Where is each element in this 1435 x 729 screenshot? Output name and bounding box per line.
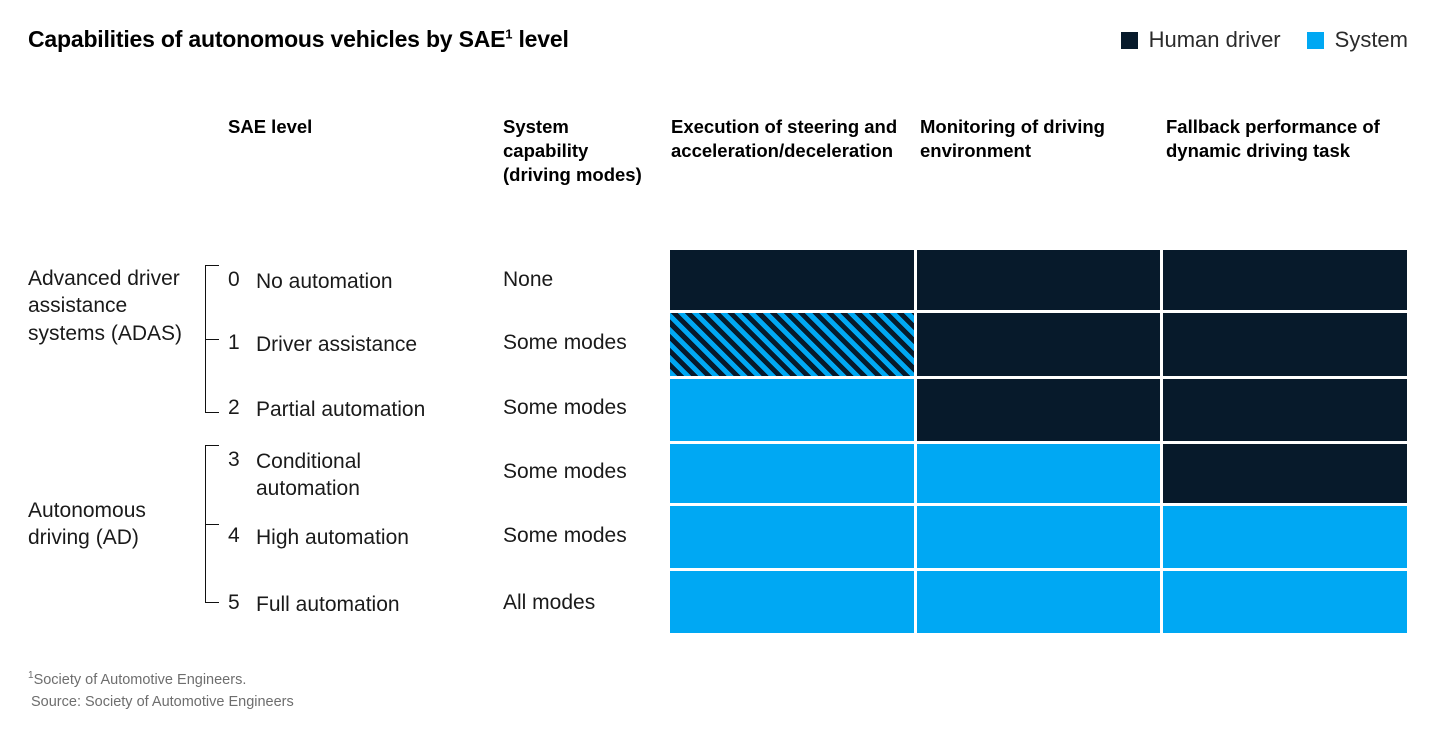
row-level-number-5: 5 — [228, 591, 240, 614]
group-bracket-tick-ad — [205, 524, 219, 525]
row-level-label-3: Conditional automation — [256, 450, 362, 501]
matrix-cell-5-monitoring — [917, 571, 1160, 633]
row-level-number-4: 4 — [228, 524, 240, 547]
matrix-cell-1-execution — [670, 313, 914, 376]
matrix-cell-0-execution — [670, 250, 914, 310]
row-capability-0: None — [503, 268, 554, 291]
legend-item-human-driver: Human driver — [1120, 27, 1281, 53]
capability-matrix — [670, 250, 1407, 633]
row-level-label-4: High automation — [256, 526, 409, 549]
row-level-label-2: Partial automation — [256, 398, 426, 421]
row-capability-5: All modes — [503, 591, 596, 614]
group-label-ad: Autonomous driving (AD) — [28, 499, 146, 550]
legend-swatch-human-driver-icon — [1120, 31, 1138, 49]
footnotes: 1Society of Automotive Engineers. Source… — [28, 668, 294, 713]
group-label-adas: Advanced driver assistance systems (ADAS… — [28, 267, 183, 345]
matrix-cell-1-fallback — [1163, 313, 1407, 376]
legend: Human driver System — [1120, 27, 1408, 53]
matrix-cell-0-monitoring — [917, 250, 1160, 310]
matrix-cell-4-monitoring — [917, 506, 1160, 568]
column-header-monitoring: Monitoring of driving environment — [920, 116, 1105, 162]
column-header-fallback: Fallback performance of dynamic driving … — [1166, 116, 1380, 162]
matrix-cell-3-monitoring — [917, 444, 1160, 503]
matrix-cell-5-execution — [670, 571, 914, 633]
row-capability-2: Some modes — [503, 396, 627, 419]
legend-item-system: System — [1306, 27, 1408, 53]
column-header-execution: Execution of steering and acceleration/d… — [671, 116, 898, 162]
column-header-system-capability: System capability (driving modes) — [503, 116, 642, 186]
row-level-number-2: 2 — [228, 396, 240, 419]
page-title-main: Capabilities of autonomous vehicles by S… — [28, 26, 506, 52]
row-level-number-0: 0 — [228, 268, 240, 291]
matrix-cell-3-execution — [670, 444, 914, 503]
legend-label-human-driver: Human driver — [1148, 27, 1281, 52]
page-title-suffix: level — [512, 26, 569, 52]
matrix-cell-2-execution — [670, 379, 914, 441]
legend-label-system: System — [1334, 27, 1408, 52]
matrix-cell-2-monitoring — [917, 379, 1160, 441]
matrix-cell-5-fallback — [1163, 571, 1407, 633]
row-capability-3: Some modes — [503, 460, 627, 483]
matrix-cell-4-fallback — [1163, 506, 1407, 568]
footnote-note-text: Society of Automotive Engineers. — [33, 671, 247, 688]
row-level-label-0: No automation — [256, 270, 393, 293]
matrix-cell-0-fallback — [1163, 250, 1407, 310]
footnote-source: Source: Society of Automotive Engineers — [31, 693, 294, 710]
row-level-label-1: Driver assistance — [256, 333, 418, 356]
matrix-cell-3-fallback — [1163, 444, 1407, 503]
footnote-note: 1Society of Automotive Engineers. — [28, 668, 294, 692]
matrix-cell-2-fallback — [1163, 379, 1407, 441]
matrix-cell-4-execution — [670, 506, 914, 568]
page-title: Capabilities of autonomous vehicles by S… — [28, 26, 569, 53]
footnote-marker: 1 — [28, 670, 34, 681]
legend-swatch-system-icon — [1306, 31, 1324, 49]
title-footnote-marker: 1 — [505, 26, 513, 42]
row-level-number-1: 1 — [228, 331, 240, 354]
row-capability-1: Some modes — [503, 331, 627, 354]
matrix-cell-1-monitoring — [917, 313, 1160, 376]
group-bracket-tick-adas — [205, 339, 219, 340]
row-capability-4: Some modes — [503, 524, 627, 547]
column-header-sae-level: SAE level — [228, 116, 313, 137]
row-level-number-3: 3 — [228, 448, 240, 471]
row-level-label-5: Full automation — [256, 593, 400, 616]
